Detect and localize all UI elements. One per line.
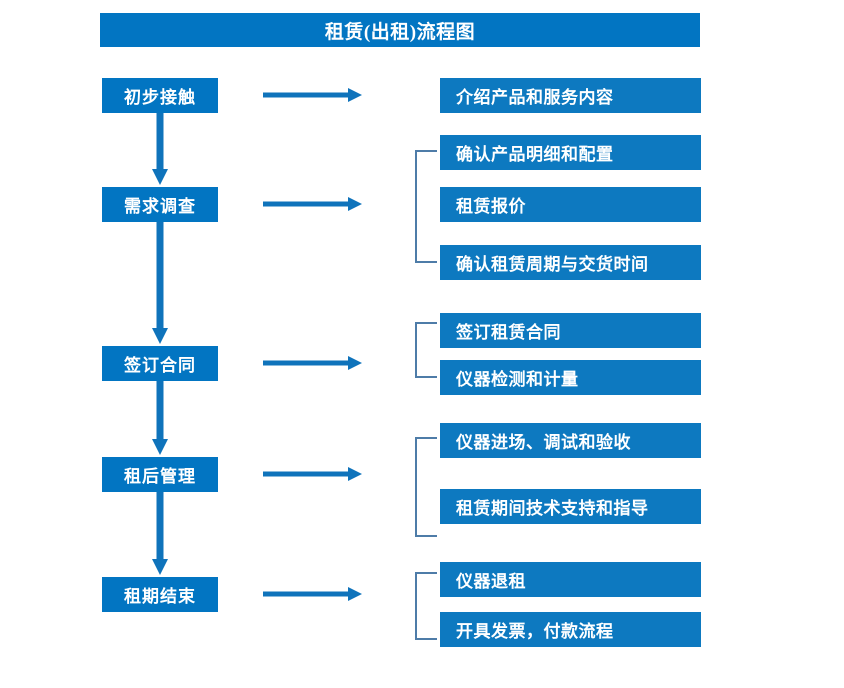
horizontal-arrow-3 [263,356,362,370]
detail-box-10[interactable]: 开具发票，付款流程 [440,612,701,647]
detail-box-5[interactable]: 签订租赁合同 [440,313,701,348]
flowchart-title-bar: 租赁(出租)流程图 [100,13,700,47]
detail-box-7[interactable]: 仪器进场、调试和验收 [440,423,701,458]
stage-box-4[interactable]: 租后管理 [102,457,218,492]
detail-box-2[interactable]: 确认产品明细和配置 [440,135,701,170]
vertical-arrow-4-to-5 [152,492,168,575]
stage-box-2[interactable]: 需求调查 [102,187,218,222]
stage-box-1[interactable]: 初步接触 [102,78,218,113]
detail-box-4[interactable]: 确认租赁周期与交货时间 [440,245,701,280]
group-bracket-2 [415,150,437,263]
group-bracket-5 [415,572,437,640]
stage-box-5[interactable]: 租期结束 [102,577,218,612]
detail-box-3[interactable]: 租赁报价 [440,187,701,222]
detail-box-9[interactable]: 仪器退租 [440,562,701,597]
detail-box-1[interactable]: 介绍产品和服务内容 [440,78,701,113]
group-bracket-4 [415,437,437,537]
horizontal-arrow-4 [263,467,362,481]
detail-box-6[interactable]: 仪器检测和计量 [440,360,701,395]
vertical-arrow-1-to-2 [152,113,168,185]
vertical-arrow-2-to-3 [152,222,168,344]
horizontal-arrow-2 [263,197,362,211]
detail-box-8[interactable]: 租赁期间技术支持和指导 [440,489,701,524]
horizontal-arrow-1 [263,88,362,102]
group-bracket-3 [415,322,437,378]
horizontal-arrow-5 [263,587,362,601]
stage-box-3[interactable]: 签订合同 [102,346,218,381]
vertical-arrow-3-to-4 [152,381,168,455]
